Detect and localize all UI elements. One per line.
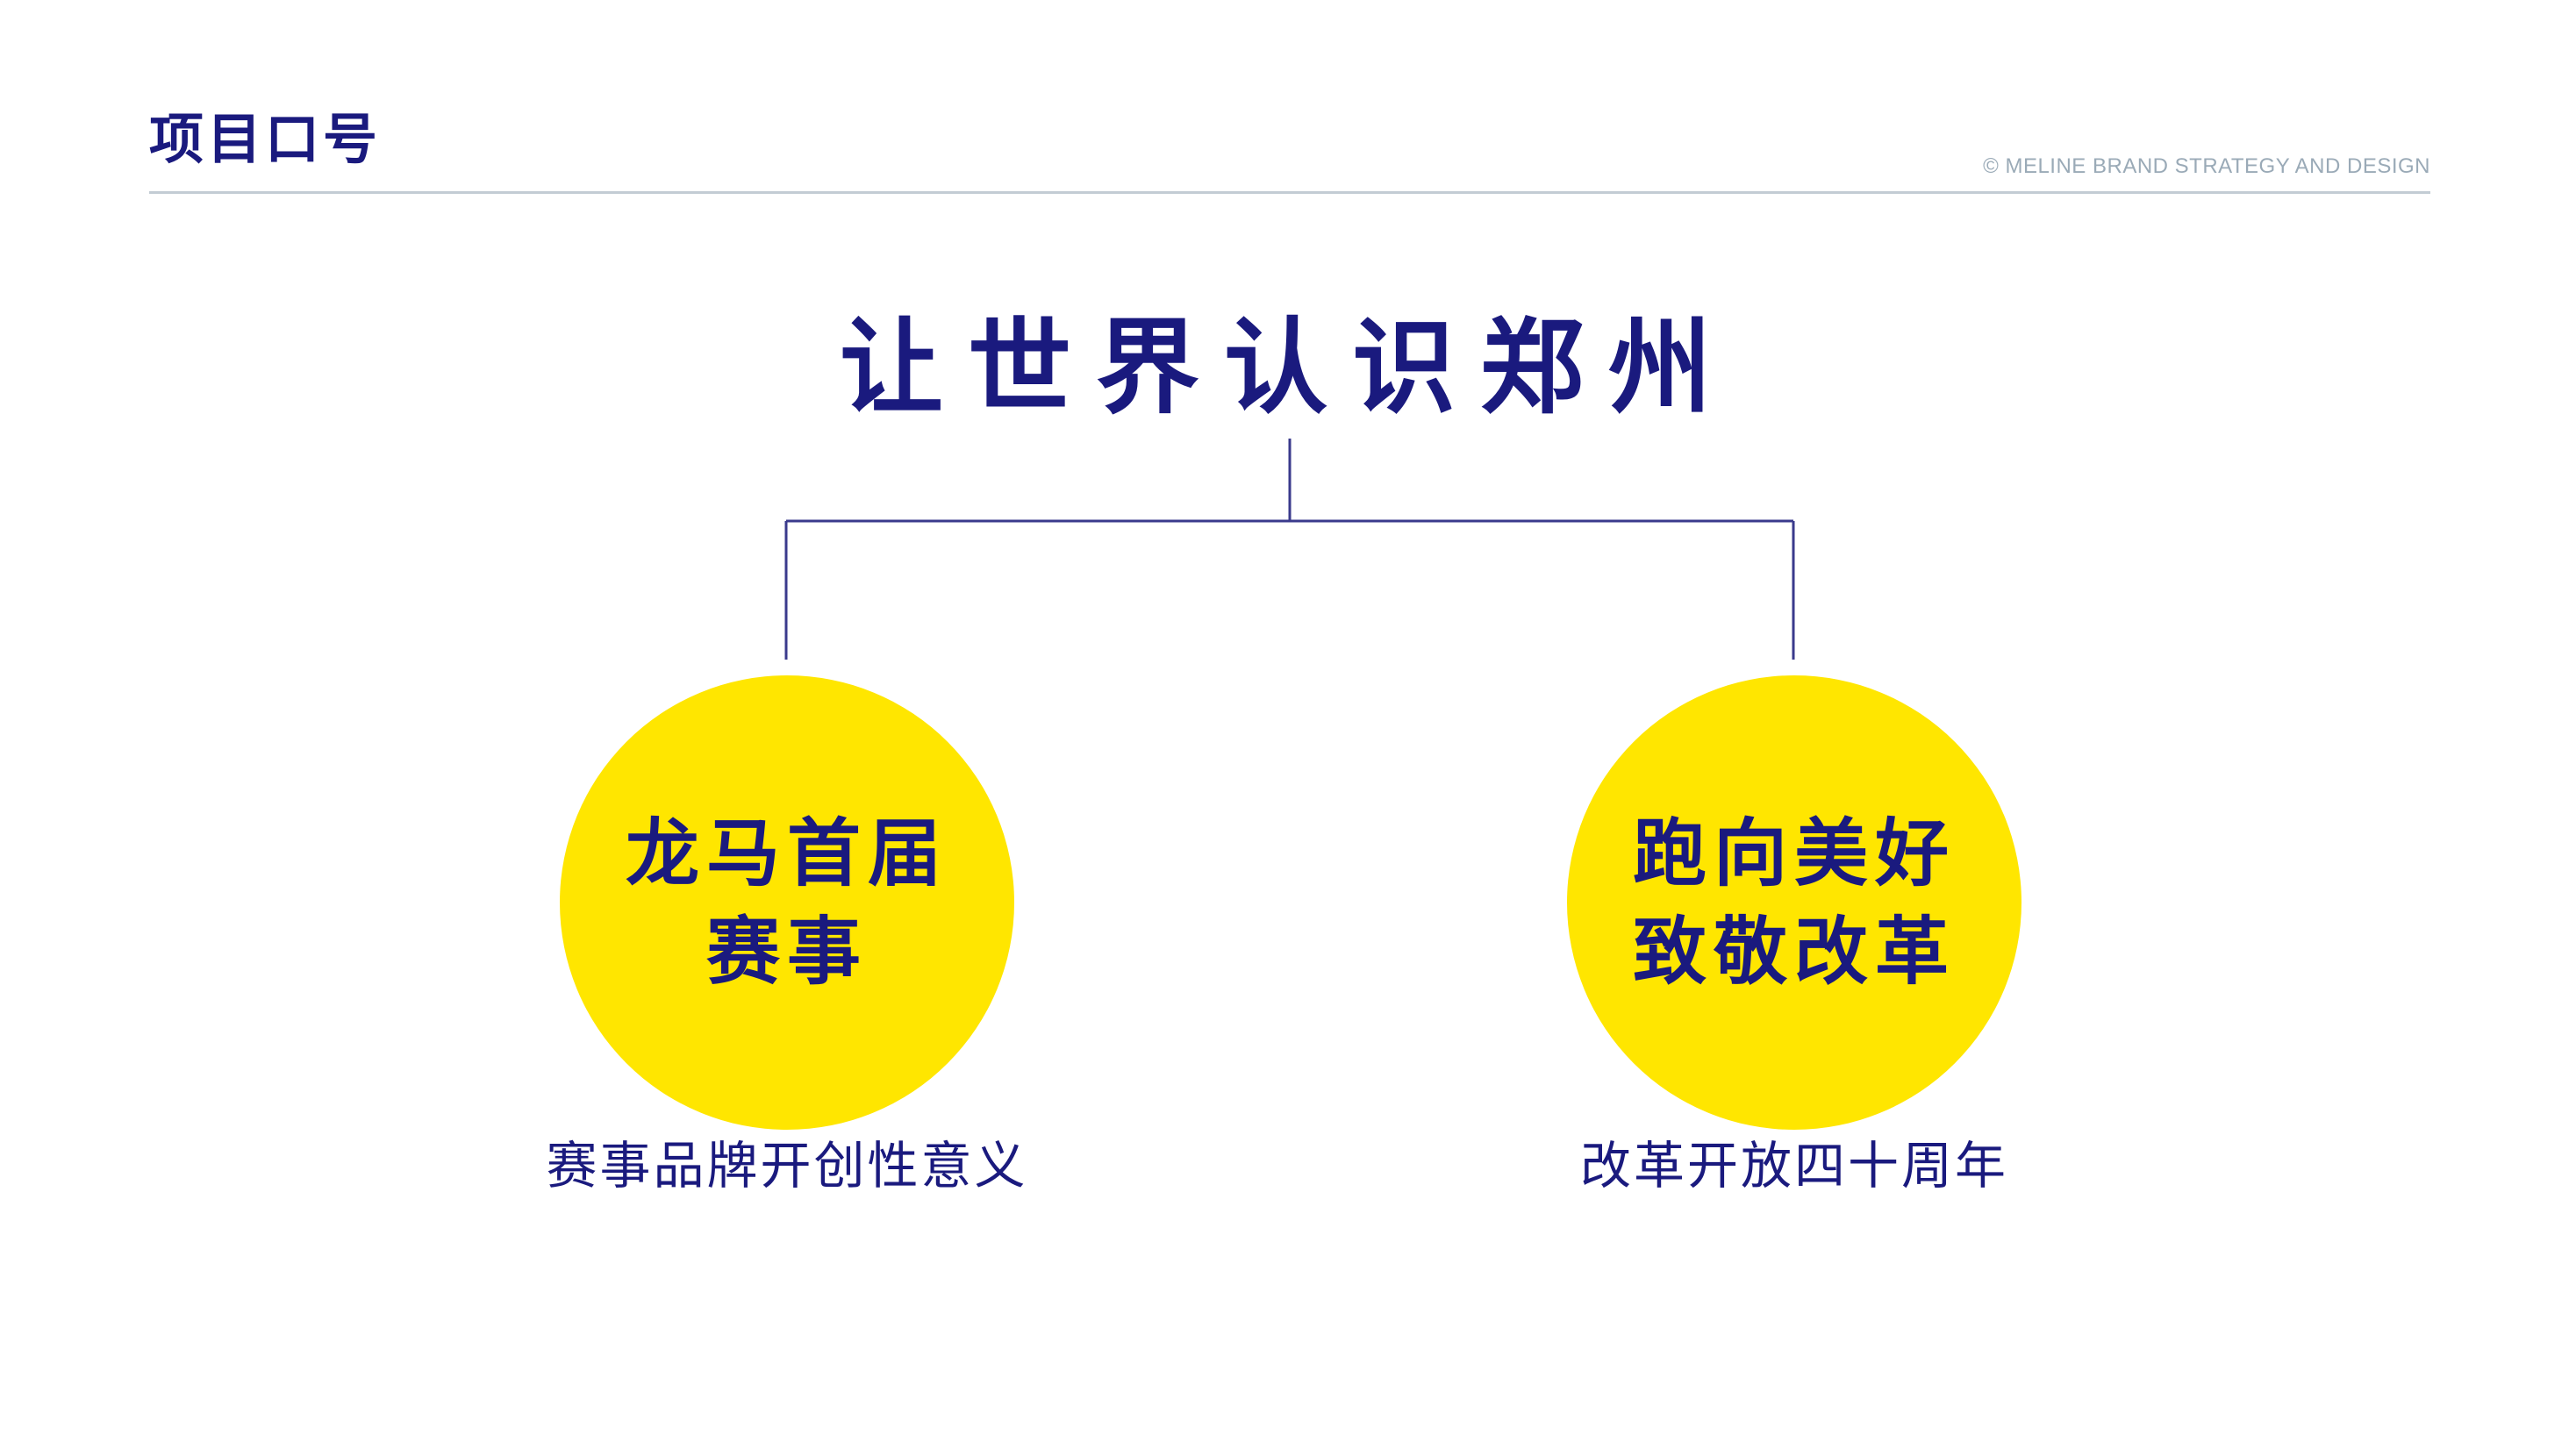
circle-text-line: 跑向美好 xyxy=(1632,810,1956,896)
circle-text-line: 致敬改革 xyxy=(1632,909,1956,995)
branch-caption-right: 改革开放四十周年 xyxy=(1579,1136,2008,1196)
main-slogan: 让世界认识郑州 xyxy=(839,307,1736,428)
branch-caption-left: 赛事品牌开创性意义 xyxy=(546,1136,1028,1196)
branch-circle-left: 龙马首届 赛事 xyxy=(560,675,1014,1130)
header-divider xyxy=(149,191,2430,194)
circle-text-line: 龙马首届 xyxy=(625,810,948,896)
branch-circle-right: 跑向美好 致敬改革 xyxy=(1567,675,2021,1130)
circle-text-line: 赛事 xyxy=(705,909,868,995)
copyright-notice: © MELINE BRAND STRATEGY AND DESIGN xyxy=(1983,154,2430,178)
page-title: 项目口号 xyxy=(149,107,382,171)
